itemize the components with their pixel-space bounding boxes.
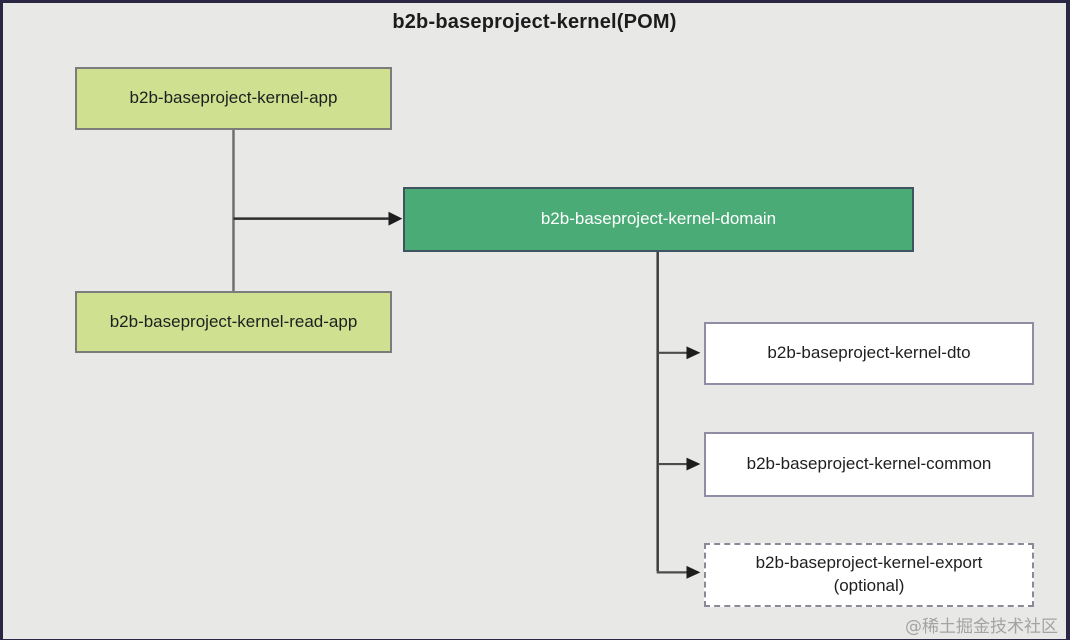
arrowhead-export — [686, 565, 701, 579]
node-kernel-common: b2b-baseproject-kernel-common — [704, 432, 1034, 497]
node-kernel-dto: b2b-baseproject-kernel-dto — [704, 322, 1034, 385]
edge-domain-to-export — [656, 565, 701, 579]
node-kernel-app: b2b-baseproject-kernel-app — [75, 67, 392, 130]
node-kernel-export-sublabel: (optional) — [833, 576, 905, 595]
watermark: @稀土掘金技术社区 — [905, 617, 1058, 637]
node-kernel-export-label: b2b-baseproject-kernel-export — [755, 553, 983, 573]
node-kernel-domain: b2b-baseproject-kernel-domain — [403, 187, 914, 252]
arrowhead-common — [686, 457, 701, 471]
diagram-title: b2b-baseproject-kernel(POM) — [392, 11, 677, 33]
arrowhead-domain — [388, 211, 403, 226]
edge-junction-to-domain — [233, 211, 403, 226]
edge-domain-to-common — [657, 457, 701, 471]
node-kernel-domain-label: b2b-baseproject-kernel-domain — [540, 209, 777, 229]
node-kernel-app-label: b2b-baseproject-kernel-app — [129, 88, 338, 108]
node-kernel-common-label: b2b-baseproject-kernel-common — [746, 454, 992, 474]
node-kernel-read-app-label: b2b-baseproject-kernel-read-app — [109, 311, 358, 331]
edge-domain-to-dto — [657, 346, 701, 360]
arrowhead-dto — [686, 346, 701, 360]
node-kernel-export: b2b-baseproject-kernel-export (optional) — [704, 543, 1034, 607]
node-kernel-read-app: b2b-baseproject-kernel-read-app — [75, 291, 392, 353]
node-kernel-dto-label: b2b-baseproject-kernel-dto — [767, 343, 971, 363]
